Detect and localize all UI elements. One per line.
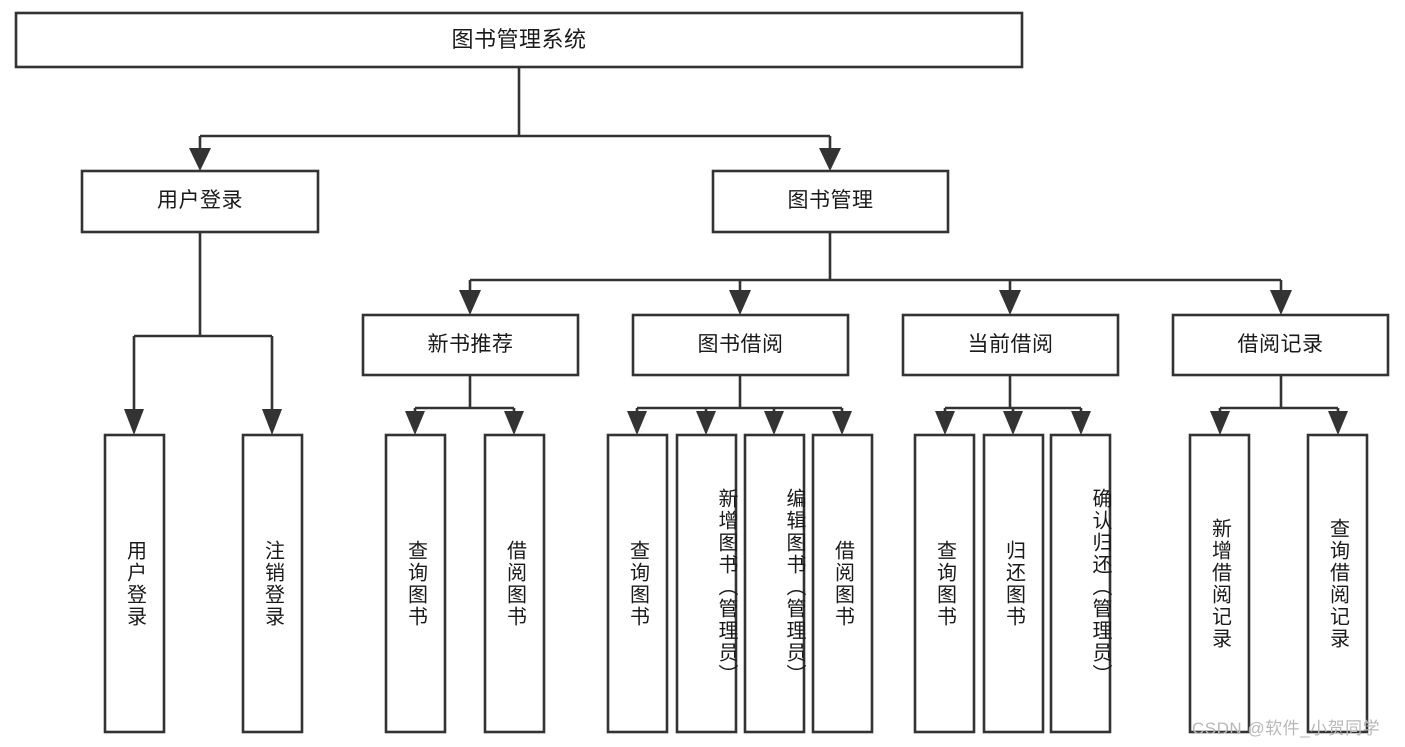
arrow-head-new-book-recommend bbox=[459, 290, 481, 315]
node-box-leaf-logout-login[interactable] bbox=[241, 433, 304, 734]
node-box-leaf-query-book-1[interactable] bbox=[384, 433, 447, 734]
connector-borrow-record-to-leaves bbox=[1210, 375, 1348, 435]
connector-book-borrow-to-leaves bbox=[627, 375, 852, 435]
arrow-head-leaf-edit-book bbox=[764, 411, 784, 435]
node-box-leaf-confirm-return[interactable] bbox=[1049, 433, 1112, 734]
node-box-leaf-edit-book[interactable] bbox=[743, 433, 806, 734]
arrow-head-leaf-add-book bbox=[696, 411, 716, 435]
connector-root-to-level2 bbox=[189, 67, 841, 171]
arrow-head-leaf-return-book bbox=[1003, 411, 1023, 435]
node-box-leaf-borrow-book-1[interactable] bbox=[483, 433, 546, 734]
node-box-leaf-return-book[interactable] bbox=[982, 433, 1045, 734]
arrow-head-leaf-query-book-2 bbox=[627, 411, 647, 435]
node-box-leaf-user-login[interactable] bbox=[103, 433, 166, 734]
node-box-leaf-add-borrow-record[interactable] bbox=[1188, 433, 1251, 734]
arrow-head-book-management bbox=[819, 148, 841, 171]
arrow-head-leaf-user-login bbox=[124, 409, 144, 435]
connector-current-borrow-to-leaves bbox=[935, 375, 1091, 435]
node-box-root[interactable] bbox=[14, 11, 1024, 69]
node-box-leaf-add-book[interactable] bbox=[675, 433, 738, 734]
node-box-leaf-query-borrow-record[interactable] bbox=[1306, 433, 1369, 734]
arrow-head-book-borrow bbox=[729, 290, 751, 315]
arrow-head-current-borrow bbox=[999, 290, 1021, 315]
node-box-book-management[interactable] bbox=[711, 169, 950, 234]
arrow-head-leaf-add-borrow-record bbox=[1210, 411, 1230, 435]
arrow-head-leaf-confirm-return bbox=[1071, 411, 1091, 435]
node-box-borrow-record[interactable] bbox=[1171, 313, 1390, 377]
node-box-leaf-query-book-3[interactable] bbox=[913, 433, 976, 734]
csdn-watermark: CSDN @软件_小贺同学 bbox=[1192, 719, 1381, 738]
arrow-head-leaf-borrow-book-2 bbox=[832, 411, 852, 435]
node-box-new-book-recommend[interactable] bbox=[361, 313, 580, 377]
arrow-head-leaf-query-book-3 bbox=[935, 411, 955, 435]
arrow-head-leaf-logout-login bbox=[262, 409, 282, 435]
connector-user-login-to-leaves bbox=[124, 232, 282, 435]
arrow-head-leaf-query-book-1 bbox=[405, 411, 425, 435]
connector-new-book-recommend-to-leaves bbox=[405, 375, 524, 435]
node-box-current-borrow[interactable] bbox=[901, 313, 1120, 377]
arrow-head-user-login bbox=[189, 148, 211, 171]
connector-book-management-to-level3 bbox=[459, 232, 1292, 315]
node-box-leaf-query-book-2[interactable] bbox=[606, 433, 669, 734]
node-box-leaf-borrow-book-2[interactable] bbox=[811, 433, 874, 734]
node-box-user-login[interactable] bbox=[80, 169, 320, 234]
arrow-head-borrow-record bbox=[1270, 290, 1292, 315]
node-box-book-borrow[interactable] bbox=[631, 313, 850, 377]
arrow-head-leaf-query-borrow-record bbox=[1328, 411, 1348, 435]
arrow-head-leaf-borrow-book-1 bbox=[504, 411, 524, 435]
